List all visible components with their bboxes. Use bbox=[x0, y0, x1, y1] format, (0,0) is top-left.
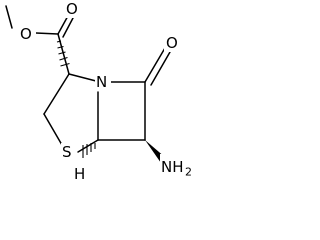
bond-ester-oxygen-carbonyl bbox=[35, 32, 59, 35]
bond-lactam-carbonyl-double-2 bbox=[150, 51, 171, 86]
bond-methyl-ester-oxygen bbox=[5, 5, 13, 29]
ring-nitrogen-label: N bbox=[96, 73, 107, 91]
bond-c3-ch2 bbox=[43, 73, 70, 115]
bond-ester-carbonyl-double-2 bbox=[62, 17, 74, 38]
bond-lactam-carbonyl-double-1 bbox=[144, 47, 166, 83]
bond-ch2-sulfur bbox=[43, 113, 63, 146]
ester-carbonyl-oxygen-label: O bbox=[66, 0, 78, 18]
bond-lines bbox=[5, 5, 171, 153]
bond-sulfur-c5 bbox=[77, 139, 99, 153]
amino-subscript-label: 2 bbox=[185, 166, 192, 179]
hashed-wedge-c3 bbox=[56, 40, 70, 67]
atom-labels: O O N O S H NH 2 bbox=[18, 0, 192, 183]
hashed-wedge-c5-h bbox=[82, 143, 96, 158]
molecule-structure: O O N O S H NH 2 bbox=[5, 0, 192, 183]
bridgehead-hydrogen-label: H bbox=[74, 165, 85, 183]
sulfur-label: S bbox=[62, 143, 72, 161]
lactam-oxygen-label: O bbox=[166, 34, 178, 52]
amino-group-label: NH bbox=[161, 158, 184, 176]
bond-c3-nitrogen bbox=[68, 73, 97, 82]
ester-oxygen-label: O bbox=[20, 25, 32, 43]
bond-carbonyl-c3 bbox=[57, 33, 70, 75]
